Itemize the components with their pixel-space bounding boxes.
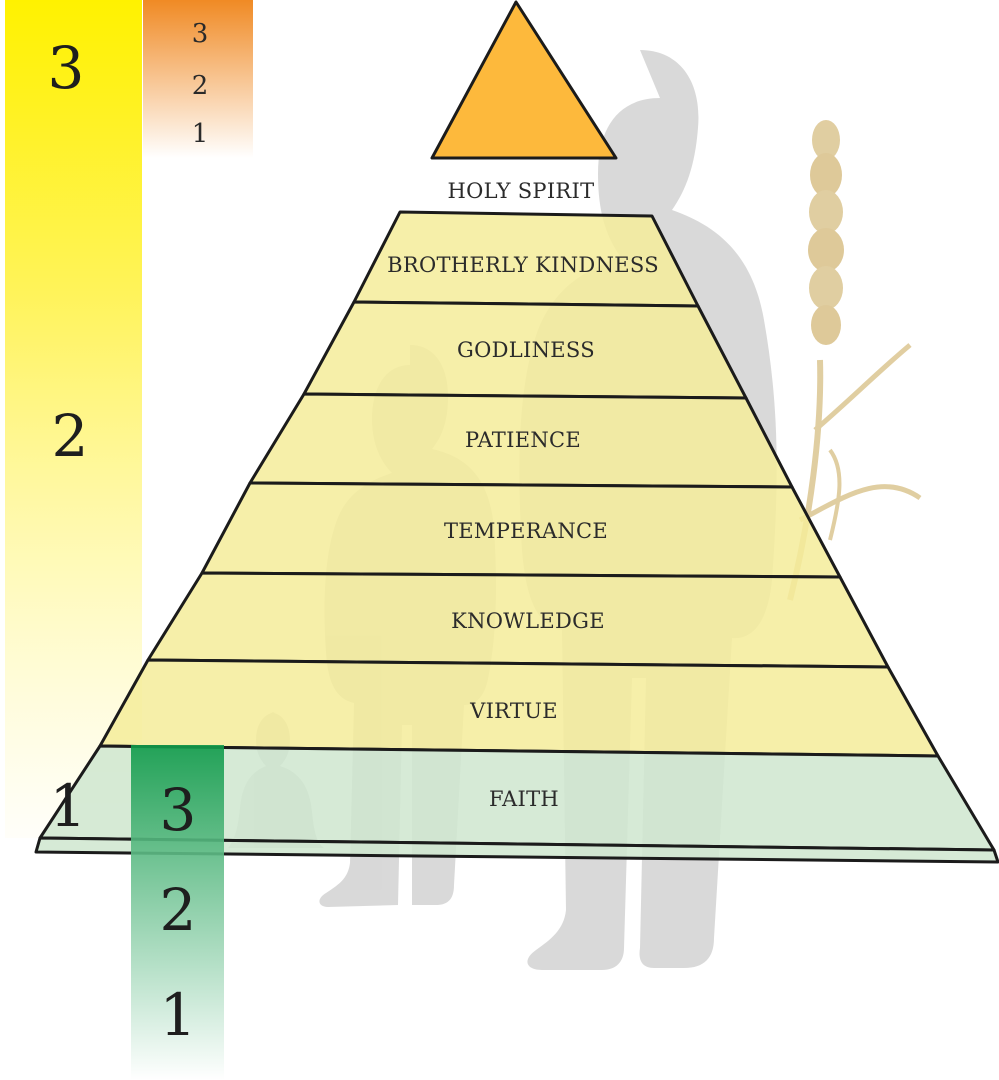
- orange-scale-number-3: 3: [192, 19, 209, 49]
- green-scale-number-2: 2: [160, 876, 197, 944]
- tier-label-godliness: GODLINESS: [457, 338, 595, 362]
- tier-label-patience: PATIENCE: [465, 428, 581, 452]
- orange-scale-number-1: 1: [192, 119, 209, 149]
- tier-label-temperance: TEMPERANCE: [444, 519, 608, 543]
- yellow-scale-number-2: 2: [52, 402, 89, 470]
- tier-label-brotherly-kindness: BROTHERLY KINDNESS: [387, 253, 659, 277]
- apex-triangle: [430, 0, 618, 160]
- green-scale-number-1: 1: [160, 981, 197, 1049]
- green-scale-bar: [131, 745, 224, 1080]
- yellow-scale-bar: [5, 0, 142, 838]
- tier-label-knowledge: KNOWLEDGE: [451, 609, 605, 633]
- pyramid-tiers: [34, 210, 999, 864]
- orange-scale-bar: [143, 0, 253, 158]
- yellow-scale-number-1: 1: [50, 772, 87, 840]
- tier-label-faith: FAITH: [489, 787, 559, 811]
- pyramid-base: [34, 836, 999, 864]
- green-scale-number-3: 3: [160, 776, 197, 844]
- wheat-icon: [787, 120, 922, 601]
- tier-label-virtue: VIRTUE: [469, 699, 558, 723]
- orange-scale-number-2: 2: [192, 71, 209, 101]
- yellow-scale-number-3: 3: [48, 34, 85, 102]
- apex-label: HOLY SPIRIT: [448, 179, 595, 203]
